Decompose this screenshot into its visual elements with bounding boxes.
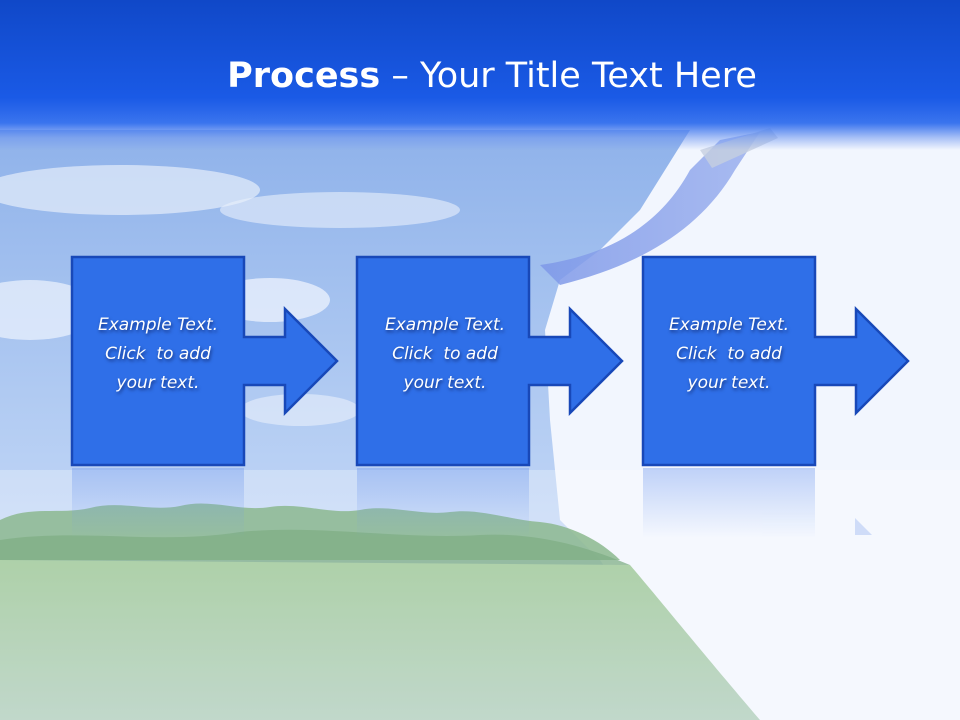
step-2-line-2: Click to add [392, 344, 498, 364]
step-shape-1 [70, 255, 339, 467]
step-text-2[interactable]: Example Text. Click to add your text. [359, 311, 531, 398]
step-text-1[interactable]: Example Text. Click to add your text. [72, 311, 244, 398]
step-2-line-1: Example Text. [384, 315, 506, 335]
title-bold: Process [227, 56, 381, 96]
step-1-line-3: your text. [116, 373, 200, 393]
step-1-line-1: Example Text. [97, 315, 219, 335]
title-rest: – Your Title Text Here [380, 56, 757, 96]
step-shape-3 [641, 255, 910, 467]
step-3-line-3: your text. [687, 373, 771, 393]
step-1-line-2: Click to add [105, 344, 211, 364]
step-3-line-2: Click to add [676, 344, 782, 364]
step-text-3[interactable]: Example Text. Click to add your text. [643, 311, 815, 398]
reflections [72, 468, 872, 538]
step-2-line-3: your text. [403, 373, 487, 393]
slide-title[interactable]: Process – Your Title Text Here [0, 54, 960, 98]
title-band [0, 0, 960, 150]
step-shape-2 [355, 255, 624, 467]
step-3-line-1: Example Text. [668, 315, 790, 335]
